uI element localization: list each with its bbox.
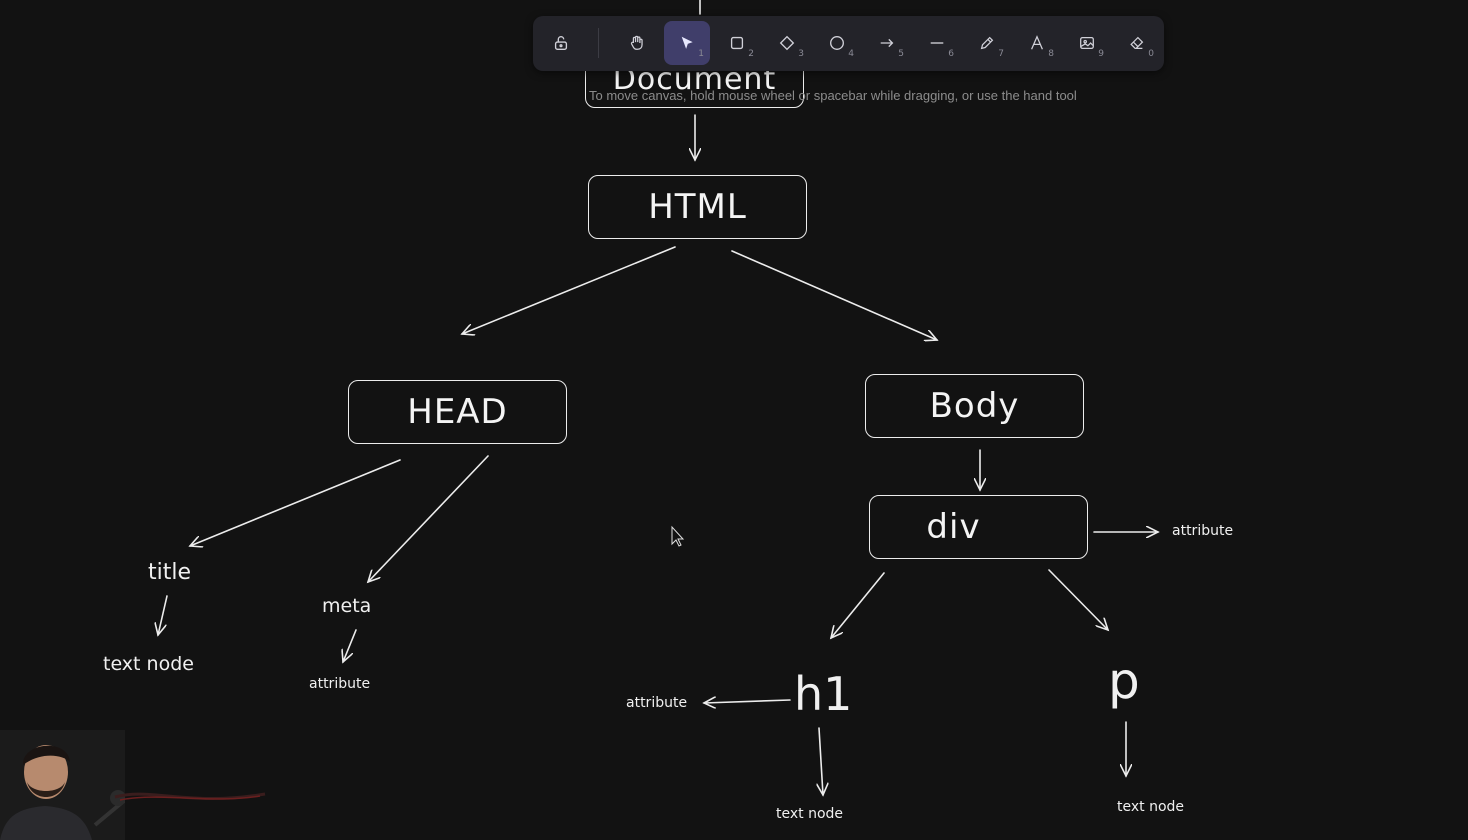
image-key-hint: 9	[1098, 49, 1104, 59]
draw-tool-button[interactable]: 7	[964, 21, 1010, 65]
arrow-h1-to-text	[819, 727, 823, 795]
diamond-tool-button[interactable]: 3	[764, 21, 810, 65]
node-body-label: Body	[929, 386, 1020, 426]
image-icon	[1080, 36, 1094, 50]
title-text-node[interactable]: text node	[103, 653, 194, 675]
arrow-div-to-p	[1048, 569, 1108, 630]
hand-tool-button[interactable]	[614, 21, 660, 65]
pencil-icon	[980, 36, 994, 50]
arrow-html-to-head	[462, 246, 676, 334]
text-key-hint: 8	[1048, 49, 1054, 59]
h1-text-node[interactable]: text node	[776, 806, 844, 822]
arrow-head-to-title	[190, 459, 401, 546]
diamond-key-hint: 3	[798, 49, 804, 59]
diamond-icon	[779, 35, 795, 51]
node-head-label: HEAD	[407, 392, 508, 432]
arrow-meta-to-attribute	[343, 629, 357, 662]
draw-key-hint: 7	[998, 49, 1004, 59]
meta-attribute[interactable]: attribute	[309, 676, 371, 692]
shape-toolbar: 1 2 3 4 5 6 7 8 9 0	[533, 16, 1164, 71]
node-title[interactable]: title	[148, 560, 192, 585]
node-body[interactable]: Body	[865, 374, 1084, 438]
selection-tool-button[interactable]: 1	[664, 21, 710, 65]
selection-arrow-icon	[681, 36, 693, 49]
arrow-tool-button[interactable]: 5	[864, 21, 910, 65]
node-h1[interactable]: h1	[794, 667, 853, 721]
microphone-cable	[114, 792, 266, 801]
image-tool-button[interactable]: 9	[1064, 21, 1110, 65]
rectangle-icon	[730, 36, 744, 50]
webcam-avatar	[0, 730, 125, 840]
canvas-hint: To move canvas, hold mouse wheel or spac…	[589, 88, 1077, 103]
h1-attribute[interactable]: attribute	[626, 695, 688, 711]
arrow-key-hint: 5	[898, 49, 904, 59]
node-div[interactable]: div	[869, 495, 1088, 559]
ellipse-tool-button[interactable]: 4	[814, 21, 860, 65]
node-head[interactable]: HEAD	[348, 380, 567, 444]
node-p[interactable]: p	[1108, 652, 1140, 710]
text-tool-button[interactable]: 8	[1014, 21, 1060, 65]
node-html-label: HTML	[648, 187, 747, 227]
arrow-h1-to-attribute	[704, 700, 791, 703]
toolbar-separator	[598, 28, 599, 58]
line-tool-button[interactable]: 6	[914, 21, 960, 65]
arrow-icon	[880, 38, 894, 48]
node-div-label: div	[926, 507, 981, 547]
node-html[interactable]: HTML	[588, 175, 807, 239]
node-meta[interactable]: meta	[322, 595, 372, 617]
arrow-html-to-body	[731, 250, 937, 340]
ellipse-icon	[830, 36, 844, 50]
hand-icon	[630, 35, 643, 50]
div-attribute[interactable]: attribute	[1172, 523, 1234, 539]
lock-tool-button[interactable]	[538, 21, 584, 65]
p-text-node[interactable]: text node	[1117, 799, 1185, 815]
text-icon	[1031, 35, 1043, 50]
eraser-tool-button[interactable]: 0	[1114, 21, 1160, 65]
eraser-key-hint: 0	[1148, 49, 1154, 59]
eraser-icon	[1130, 36, 1144, 50]
line-icon	[930, 42, 944, 44]
rectangle-key-hint: 2	[748, 49, 754, 59]
rectangle-tool-button[interactable]: 2	[714, 21, 760, 65]
ellipse-key-hint: 4	[848, 49, 854, 59]
selection-key-hint: 1	[698, 49, 704, 59]
arrow-title-to-text	[158, 595, 168, 635]
arrow-div-to-h1	[831, 572, 885, 638]
line-key-hint: 6	[948, 49, 954, 59]
lock-icon	[554, 36, 568, 50]
mouse-cursor	[671, 525, 685, 547]
arrow-head-to-meta	[368, 455, 489, 582]
